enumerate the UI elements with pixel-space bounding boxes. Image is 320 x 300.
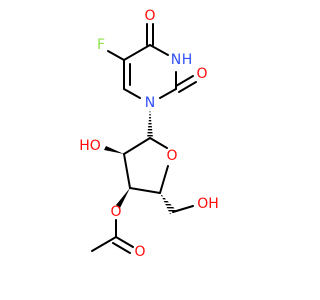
atom-o-right: O: [196, 66, 207, 82]
atom-ho-left: HO: [79, 138, 101, 154]
atom-oh-right: OH: [197, 196, 219, 212]
structure-svg: O N H O N F HO O O O OH: [79, 8, 219, 260]
molecule-diagram: O N H O N F HO O O O OH: [79, 8, 219, 260]
atom-o-ester: O: [110, 204, 121, 220]
furanose-ring: [123, 137, 169, 194]
bond-n3-c4: [149, 44, 169, 56]
bond-c2-o-right: [175, 75, 194, 87]
bond-c1-c2: [123, 137, 151, 155]
bond-c-o-carbonyl: [115, 236, 134, 248]
atom-o-ring: O: [166, 148, 177, 164]
atom-n3: N: [171, 52, 181, 68]
bond-c4-c5: [123, 44, 151, 61]
bond-c2-oh-wedge: [104, 146, 124, 154]
bond-c-methyl: [91, 236, 117, 252]
bond-c2-c3: [123, 153, 131, 189]
bond-c3-o-wedge: [116, 188, 130, 208]
bond-c-o-carbonyl-double: [112, 242, 131, 254]
atom-o-carbonyl: O: [134, 244, 145, 260]
bond-c4-c5-hashed: [160, 193, 176, 214]
bond-c3-c4: [129, 187, 161, 194]
atom-n3-h: H: [182, 52, 193, 68]
bond-n1-c2: [159, 88, 177, 99]
bond-c5-f: [107, 50, 125, 61]
bond-o4-c1: [149, 137, 168, 149]
pyrimidine-ring: [107, 23, 197, 99]
atom-n1: N: [145, 95, 155, 111]
bond-c5-oh: [172, 205, 194, 213]
atom-o-top: O: [144, 8, 155, 24]
bond-n1-c1-hashed: [147, 108, 153, 138]
bond-c2-o-right-double: [178, 81, 197, 93]
bond-c6-n1: [123, 88, 141, 99]
atom-fluorine: F: [97, 37, 105, 53]
bond-c4-o4: [159, 165, 169, 194]
